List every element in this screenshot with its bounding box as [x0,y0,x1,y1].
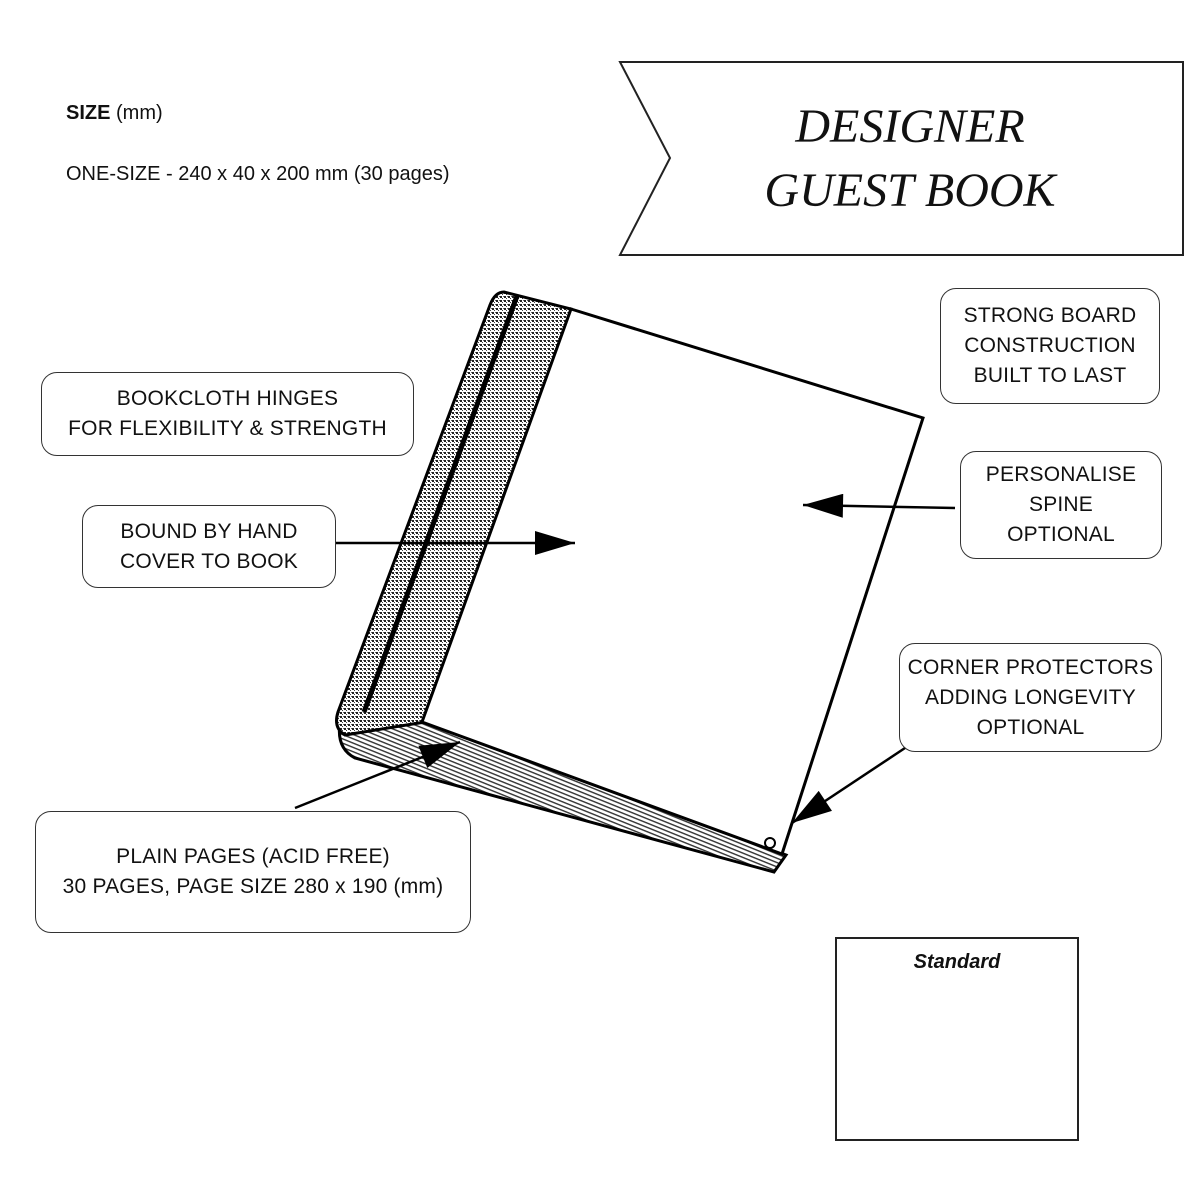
callout-line: BOUND BY HAND [120,519,298,543]
size-heading-unit: (mm) [116,102,163,124]
page-end-roll [764,837,776,849]
callout-line: OPTIONAL [1007,523,1115,546]
callout-pages: PLAIN PAGES (ACID FREE) 30 PAGES, PAGE S… [35,811,471,933]
callout-line: FOR FLEXIBILITY & STRENGTH [68,417,387,440]
arrow-pages [294,740,461,810]
callout-line: ADDING LONGEVITY [925,685,1136,709]
arrow-corner [791,746,906,825]
callout-strong-board: STRONG BOARD CONSTRUCTION BUILT TO LAST [940,288,1160,404]
callout-line: BUILT TO LAST [973,364,1127,387]
callout-line: PLAIN PAGES (ACID FREE) [116,845,390,868]
size-heading-label: SIZE [66,102,111,124]
callout-line: PERSONALISE [985,463,1137,486]
book-cover [420,307,925,856]
size-heading: SIZE (mm) [66,102,163,125]
page-title: DESIGNER GUEST BOOK [760,95,1060,223]
size-value: ONE-SIZE - 240 x 40 x 200 mm (30 pages) [66,163,450,185]
callout-bookcloth: BOOKCLOTH HINGES FOR FLEXIBILITY & STREN… [41,372,414,456]
variant-label: Standard [913,951,1001,973]
title-line-2: GUEST BOOK [764,164,1056,217]
callout-line: CONSTRUCTION [964,334,1136,357]
spine-hinge-line [361,295,520,713]
callout-line: STRONG BOARD [963,304,1137,327]
callout-line: OPTIONAL [976,715,1085,739]
callout-personalise: PERSONALISE SPINE OPTIONAL [960,451,1162,559]
callout-corner: CORNER PROTECTORS ADDING LONGEVITY OPTIO… [899,643,1162,752]
title-banner [618,61,1184,256]
title-line-1: DESIGNER [795,100,1025,153]
callout-line: BOOKCLOTH HINGES [116,387,339,410]
callout-line: COVER TO BOOK [119,549,299,573]
callout-line: 30 PAGES, PAGE SIZE 280 x 190 (mm) [62,875,444,898]
callout-line: SPINE [1028,493,1094,516]
arrow-personalise [802,493,956,518]
variant-swatch-standard: Standard [835,937,1079,1141]
callout-bound: BOUND BY HAND COVER TO BOOK [82,505,336,588]
callout-line: CORNER PROTECTORS [907,655,1154,679]
